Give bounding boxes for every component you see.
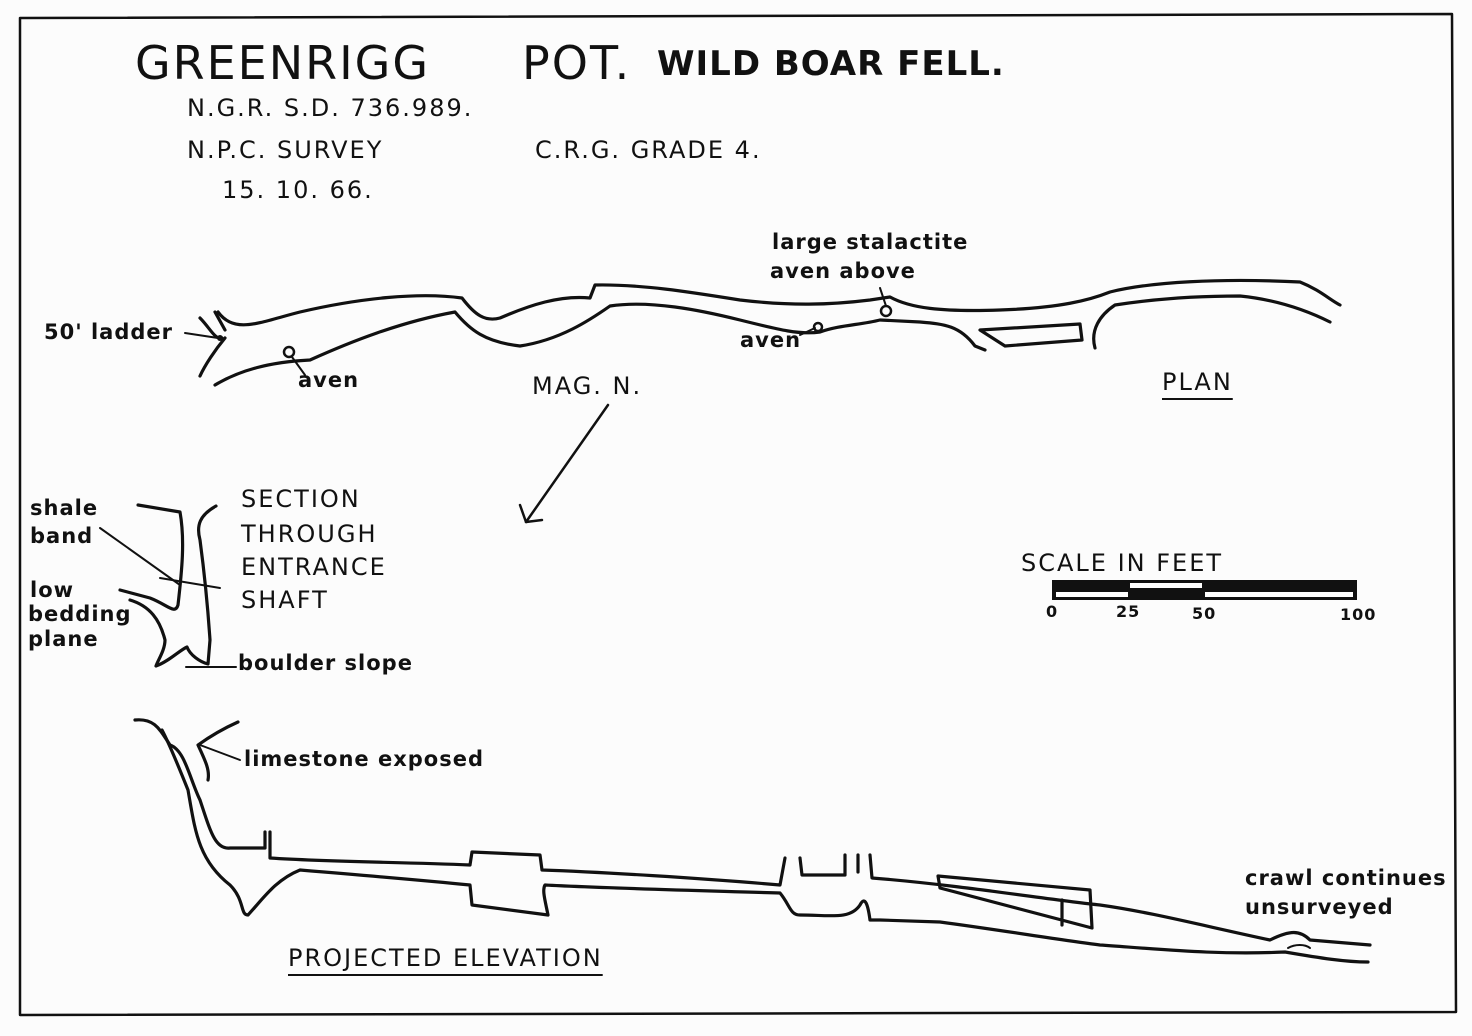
scale-tick-100: 100 (1340, 605, 1377, 624)
scale-tick-0: 0 (1046, 602, 1059, 621)
bedding-label-2: bedding (28, 602, 132, 626)
section-title-2: THROUGH (241, 520, 378, 548)
elevation-upper-passage (936, 874, 1094, 930)
title-pot: POT. (522, 36, 632, 90)
aven-marker (282, 345, 296, 359)
survey-date: 15. 10. 66. (222, 176, 374, 204)
crawl-boulders (1287, 944, 1311, 949)
limestone-label: limestone exposed (244, 747, 485, 771)
north-arrow (524, 403, 610, 524)
aven-label: aven (740, 328, 802, 352)
grid-reference: N.G.R. S.D. 736.989. (187, 94, 474, 122)
section-title-3: ENTRANCE (241, 553, 387, 581)
ladder-point (217, 335, 223, 341)
stalactite-leader (879, 287, 887, 307)
ladder-label: 50' ladder (44, 320, 173, 344)
title-name: GREENRIGG (135, 36, 430, 90)
stalactite-label-1: large stalactite (772, 230, 969, 254)
shale-label-2: band (30, 524, 94, 548)
shale-label-1: shale (30, 496, 99, 520)
plan-entrance (198, 310, 227, 378)
stalactite-label-2: aven above (770, 259, 916, 283)
title-location: WILD BOAR FELL. (657, 44, 1005, 84)
plan-passage-north-wall (216, 278, 1342, 327)
scale-tick-25: 25 (1116, 602, 1141, 621)
shale-band-line (159, 577, 221, 589)
aven-leader (291, 356, 306, 376)
ladder-leader (184, 332, 219, 339)
elevation-floor (160, 728, 1370, 964)
limestone-leader (199, 744, 241, 761)
bedding-label-1: low (30, 578, 75, 602)
elevation-entrance-step (196, 720, 240, 782)
bedding-label-3: plane (28, 627, 99, 651)
plan-label: PLAN (1162, 368, 1233, 396)
boulder-slope-label: boulder slope (238, 651, 413, 675)
aven-leader (799, 327, 816, 336)
plan-passage-south-wall (213, 294, 1332, 387)
elevation-label: PROJECTED ELEVATION (288, 944, 603, 972)
aven-marker (812, 321, 824, 333)
entrance-shaft-section (118, 503, 218, 668)
survey-credit: N.P.C. SURVEY (187, 136, 384, 164)
north-arrowhead (518, 503, 544, 524)
survey-grade: C.R.G. GRADE 4. (535, 136, 762, 164)
magnetic-north-label: MAG. N. (532, 372, 643, 400)
scale-tick-50: 50 (1192, 604, 1217, 623)
crawl-label-1: crawl continues (1245, 866, 1447, 890)
frame-border (18, 12, 1458, 1017)
crawl-label-2: unsurveyed (1245, 895, 1394, 919)
plan-side-passage (978, 322, 1084, 348)
aven-label: aven (298, 368, 360, 392)
scale-bar (1052, 580, 1357, 600)
scale-title: SCALE IN FEET (1021, 549, 1224, 577)
shale-band-leader (99, 527, 181, 586)
section-title-1: SECTION (241, 485, 361, 513)
section-title-4: SHAFT (241, 586, 329, 614)
stalactite-aven-marker (879, 304, 893, 318)
elevation-roof (133, 718, 1372, 947)
